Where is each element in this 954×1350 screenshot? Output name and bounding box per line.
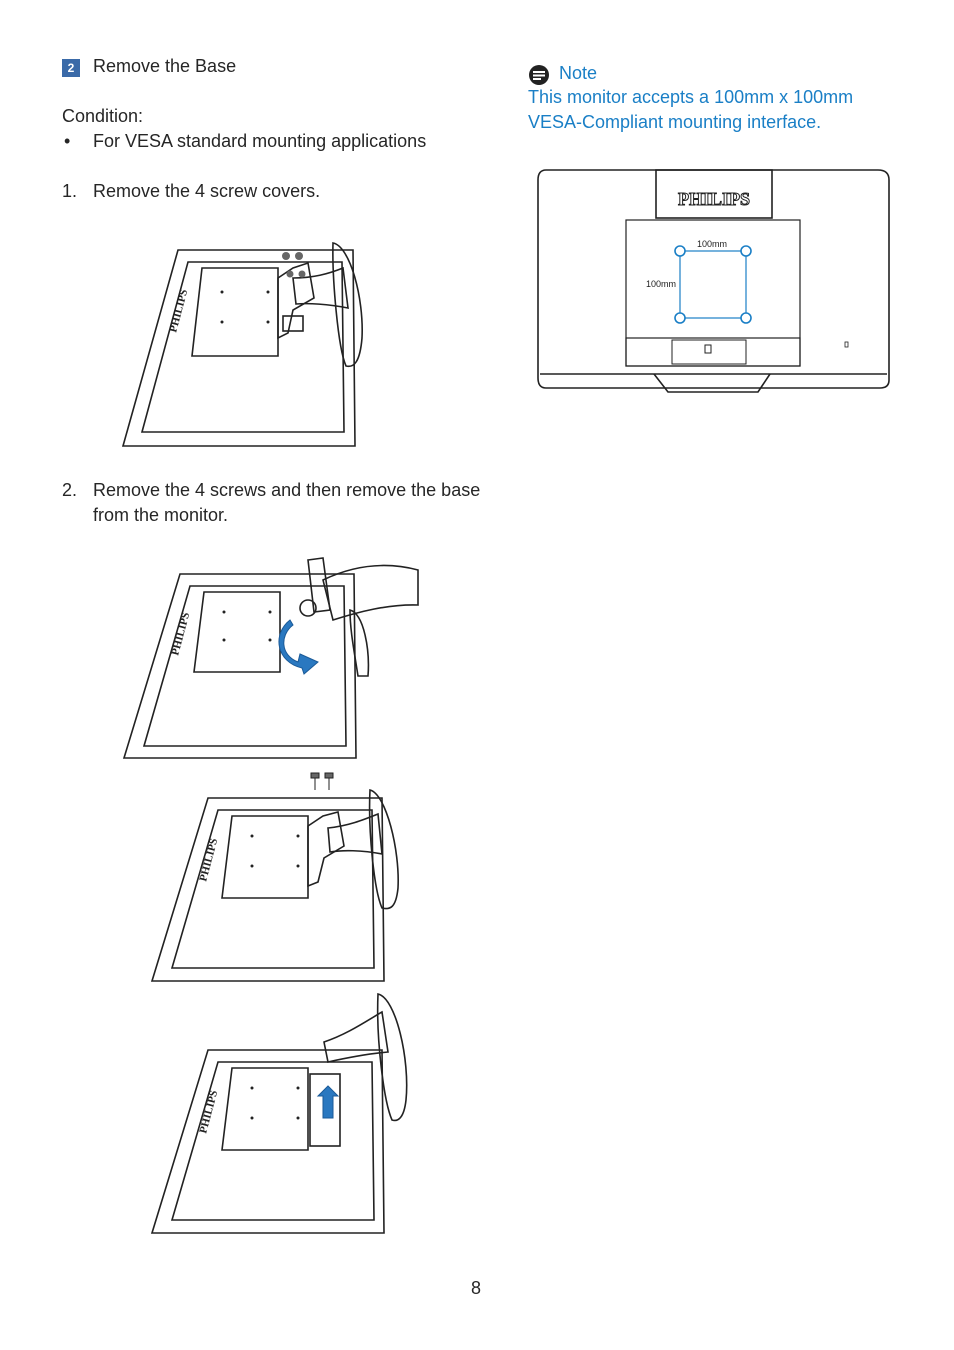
condition-label: Condition: [62,106,144,126]
page-number: 8 [471,1278,482,1298]
brand-logo-2: PHILIPS [169,611,192,657]
step-1-text: Remove the 4 screw covers. [93,181,321,201]
brand-logo-1: PHILIPS [167,288,190,334]
note-icon [529,65,549,85]
vesa-dimension-vertical: 100mm [646,279,676,289]
step-2-text-line1: Remove the 4 screws and then remove the … [93,480,481,500]
step-1-number: 1. [62,181,78,201]
illustration-remove-screws: PHILIPS [122,557,419,759]
rotate-arrow-icon [278,619,319,675]
vesa-mount-diagram: PHILIPS 100mm 100mm [537,169,890,393]
condition-item: For VESA standard mounting applications [93,131,427,151]
section-title: Remove the Base [93,56,237,76]
step-2-text-line2: from the monitor. [93,505,229,525]
condition-bullet: • [64,131,71,151]
note-line1: This monitor accepts a 100mm x 100mm [528,87,854,107]
brand-logo-3: PHILIPS [197,837,220,883]
lift-arrow-icon [316,1085,340,1119]
step-2-number: 2. [62,480,78,500]
note-title: Note [559,63,598,83]
vesa-brand-logo: PHILIPS [678,189,750,209]
vesa-dimension-horizontal: 100mm [697,239,727,249]
illustration-remove-screw-covers: PHILIPS [121,242,363,447]
section-number-badge: 2 [62,59,80,77]
illustration-screws-removed: PHILIPS [150,772,399,982]
note-line2: VESA-Compliant mounting interface. [528,112,822,132]
brand-logo-4: PHILIPS [197,1089,220,1135]
illustration-base-removed: PHILIPS [150,993,408,1234]
